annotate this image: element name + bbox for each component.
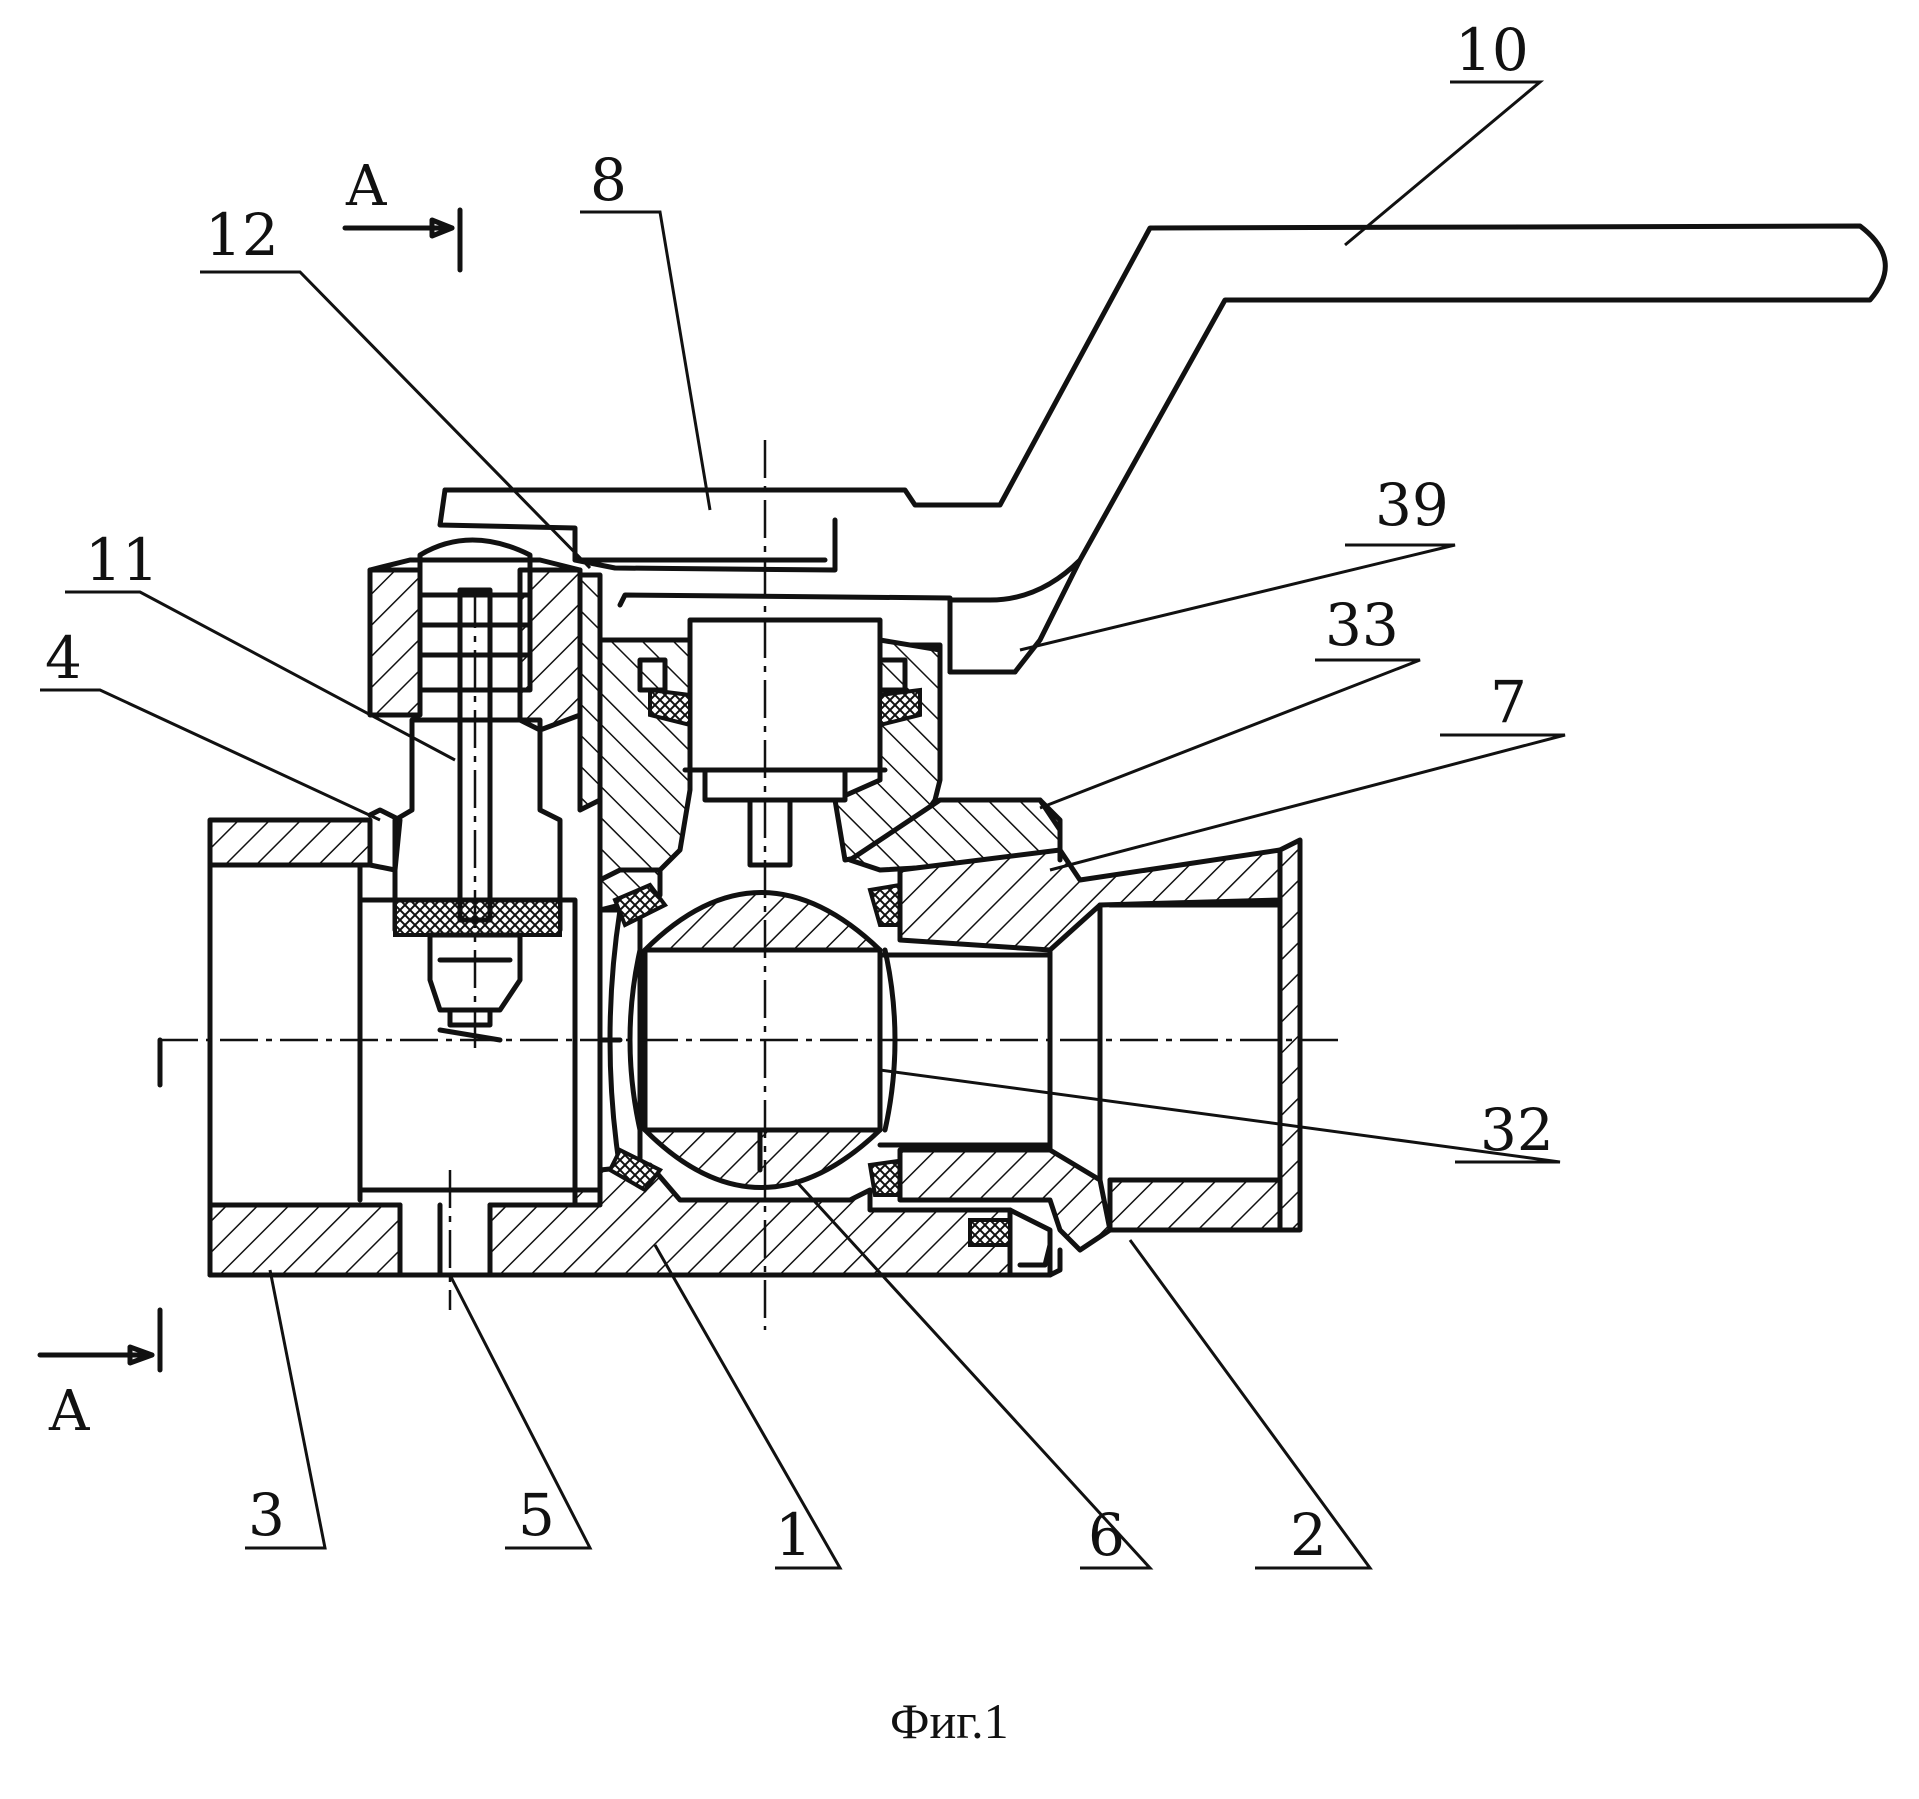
figure-caption: Фиг.1 [890, 1693, 1009, 1749]
drain-plug-assembly [370, 540, 600, 1040]
section-label-bottom: А [48, 1379, 90, 1444]
label-part-8: 8 [590, 146, 627, 214]
label-part-33: 33 [1325, 591, 1399, 659]
label-part-3: 3 [248, 1481, 285, 1549]
label-part-2: 2 [1290, 1501, 1327, 1569]
label-part-4: 4 [45, 624, 82, 692]
section-label-top: А [345, 154, 387, 219]
label-part-7: 7 [1490, 668, 1527, 736]
label-part-10: 10 [1455, 16, 1529, 84]
label-part-12: 12 [205, 201, 279, 269]
label-part-5: 5 [518, 1481, 555, 1549]
section-markers [40, 210, 460, 1370]
right-end-part [850, 800, 1300, 1275]
label-part-11: 11 [85, 526, 159, 594]
label-part-39: 39 [1375, 471, 1449, 539]
label-part-32: 32 [1480, 1096, 1554, 1164]
label-part-1: 1 [775, 1501, 812, 1569]
handle [440, 226, 1885, 672]
label-part-6: 6 [1088, 1501, 1125, 1569]
